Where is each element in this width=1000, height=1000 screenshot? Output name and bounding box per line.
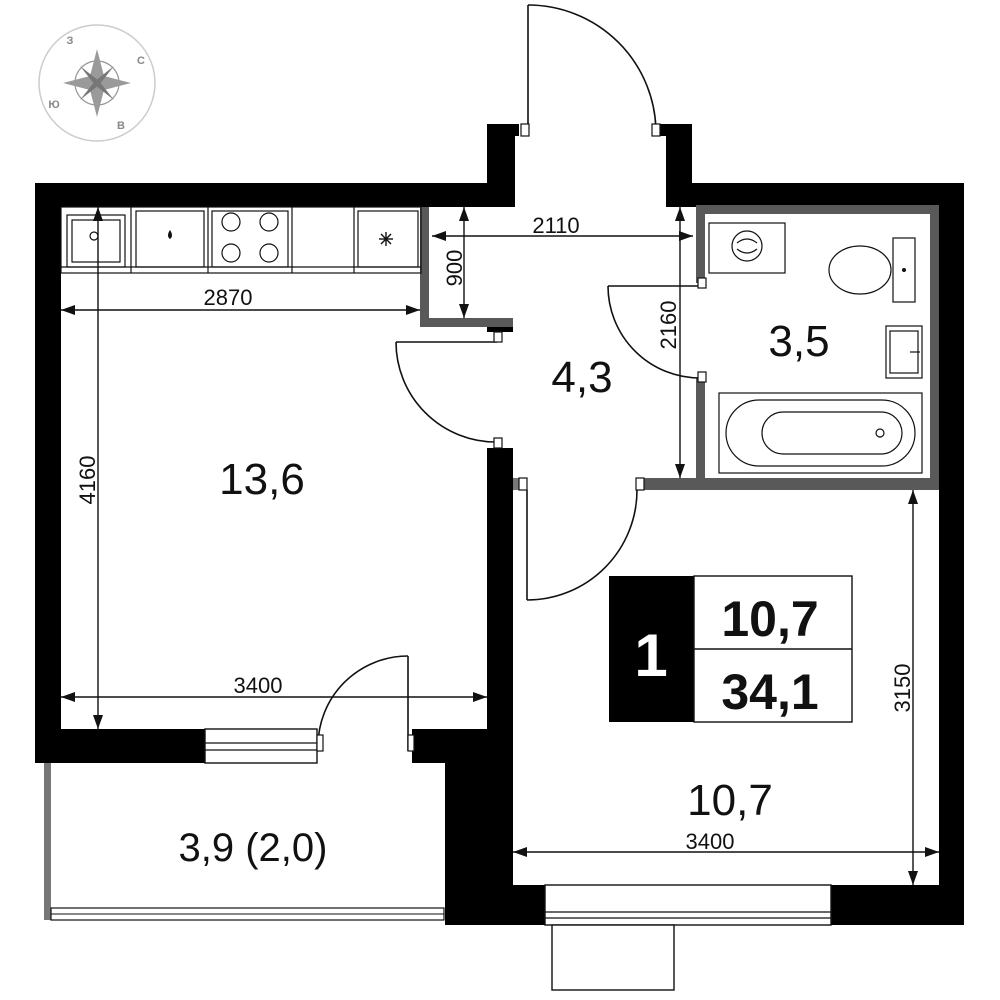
compass-north-label: С bbox=[137, 55, 145, 67]
dim-living-width-bottom: 3400 bbox=[234, 673, 283, 698]
room-area-living: 13,6 bbox=[219, 455, 305, 504]
room-area-balcony: 3,9 (2,0) bbox=[179, 826, 328, 870]
room-area-bathroom: 3,5 bbox=[768, 317, 829, 366]
dishwasher-icon bbox=[135, 210, 205, 268]
dim-living-width-top: 2870 bbox=[204, 285, 253, 310]
balcony-door bbox=[316, 655, 415, 752]
dim-hall-width: 2110 bbox=[532, 213, 579, 238]
sink-icon bbox=[66, 214, 126, 268]
rooms-count: 1 bbox=[634, 622, 667, 689]
room-area-hall: 4,3 bbox=[551, 353, 612, 402]
dimension-arrows bbox=[61, 207, 939, 885]
summary-total-area: 34,1 bbox=[721, 664, 818, 720]
summary-box: 1 10,7 34,1 bbox=[609, 575, 853, 723]
stove-icon bbox=[211, 210, 289, 268]
bathroom-door bbox=[607, 277, 707, 383]
dim-bath-depth: 2160 bbox=[656, 301, 681, 350]
dim-kitchen-length: 3150 bbox=[890, 664, 915, 713]
compass-south-label: Ю bbox=[48, 99, 59, 111]
washbasin-icon bbox=[885, 325, 923, 379]
partitions bbox=[420, 205, 939, 490]
balcony-window bbox=[204, 728, 318, 764]
dim-closet-depth: 900 bbox=[442, 250, 467, 287]
kitchen-window bbox=[544, 884, 832, 991]
summary-living-area: 10,7 bbox=[721, 591, 818, 647]
dim-living-length: 4160 bbox=[75, 456, 100, 505]
compass-icon: З С Ю В bbox=[38, 24, 156, 142]
living-room-door bbox=[395, 331, 503, 449]
entrance-door bbox=[520, 4, 661, 137]
balcony-outline bbox=[44, 762, 445, 921]
compass-west-label: З bbox=[67, 35, 74, 47]
compass-east-label: В bbox=[117, 120, 125, 132]
dimension-lines bbox=[61, 207, 939, 885]
room-area-kitchen: 10,7 bbox=[687, 776, 773, 825]
dim-kitchen-width: 3400 bbox=[686, 829, 735, 854]
bathtub-icon bbox=[718, 392, 923, 474]
kitchen-counter bbox=[60, 206, 422, 274]
toilet-icon bbox=[828, 237, 916, 303]
fridge-icon bbox=[357, 210, 419, 268]
exterior-walls bbox=[35, 124, 964, 925]
kitchen-door bbox=[518, 477, 645, 601]
washing-machine-icon bbox=[708, 222, 786, 274]
